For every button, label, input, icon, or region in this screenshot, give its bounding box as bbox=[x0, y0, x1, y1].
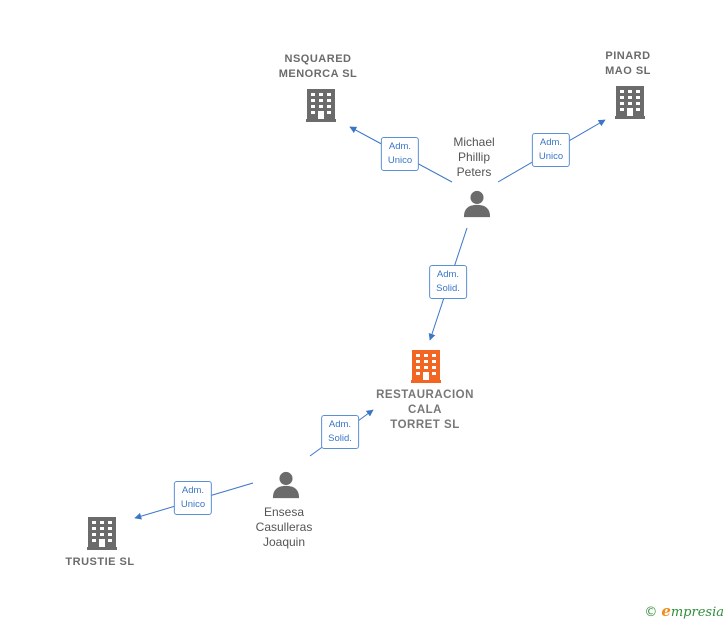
copyright-icon: © bbox=[644, 605, 658, 620]
role-badge-michael-nsquared[interactable]: Adm. Unico bbox=[380, 137, 420, 171]
person-label-ensesa[interactable]: Ensesa Casulleras Joaquin bbox=[256, 505, 313, 550]
label-line: Michael bbox=[453, 135, 495, 149]
role-line: Adm. bbox=[539, 137, 563, 148]
node-michael-icon[interactable] bbox=[463, 190, 491, 218]
label-line: CALA bbox=[408, 404, 442, 416]
role-line: Solid. bbox=[328, 433, 352, 444]
node-restauracion-icon[interactable] bbox=[411, 350, 441, 383]
role-line: Unico bbox=[180, 499, 206, 510]
label-line: MENORCA SL bbox=[278, 68, 358, 80]
role-line: Adm. bbox=[388, 141, 412, 152]
brand-name: mpresia bbox=[670, 605, 724, 620]
label-line: PINARD bbox=[605, 50, 651, 62]
label-line: Peters bbox=[456, 165, 492, 179]
company-label-restauracion[interactable]: RESTAURACION CALA TORRET SL bbox=[376, 388, 474, 433]
role-line: Adm. bbox=[436, 269, 460, 280]
role-line: Solid. bbox=[436, 283, 460, 294]
node-ensesa-icon[interactable] bbox=[272, 471, 300, 499]
role-badge-ensesa-restauracion[interactable]: Adm. Solid. bbox=[321, 415, 359, 449]
label-line: Ensesa bbox=[263, 505, 305, 519]
person-icon bbox=[463, 190, 491, 218]
node-trustie-icon[interactable] bbox=[87, 517, 117, 550]
building-icon bbox=[411, 350, 441, 383]
label-line: Casulleras bbox=[255, 520, 313, 534]
role-line: Adm. bbox=[181, 485, 205, 496]
building-icon bbox=[87, 517, 117, 550]
label-line: TRUSTIE SL bbox=[65, 556, 135, 568]
label-line: Joaquin bbox=[262, 535, 306, 549]
edge-layer bbox=[134, 119, 606, 520]
company-label-pinard[interactable]: PINARD MAO SL bbox=[605, 49, 651, 79]
company-label-nsquared[interactable]: NSQUARED MENORCA SL bbox=[279, 52, 358, 82]
brand-initial: e bbox=[661, 602, 671, 620]
person-icon bbox=[272, 471, 300, 499]
label-line: RESTAURACION bbox=[376, 389, 474, 401]
role-line: Unico bbox=[538, 151, 564, 162]
building-icon bbox=[615, 86, 645, 119]
node-pinard-icon[interactable] bbox=[615, 86, 645, 119]
brand-logo[interactable]: ©empresia bbox=[644, 602, 724, 620]
company-label-trustie[interactable]: TRUSTIE SL bbox=[65, 555, 134, 570]
role-badge-michael-restauracion[interactable]: Adm. Solid. bbox=[429, 265, 467, 299]
person-label-michael[interactable]: Michael Phillip Peters bbox=[453, 135, 494, 180]
role-line: Adm. bbox=[328, 419, 352, 430]
label-line: MAO SL bbox=[605, 65, 651, 77]
label-line: NSQUARED bbox=[284, 53, 352, 65]
label-line: Phillip bbox=[457, 150, 491, 164]
role-badge-ensesa-trustie[interactable]: Adm. Unico bbox=[173, 481, 213, 515]
label-line: TORRET SL bbox=[390, 419, 460, 431]
building-icon bbox=[306, 89, 336, 122]
role-badge-michael-pinard[interactable]: Adm. Unico bbox=[531, 133, 571, 167]
node-nsquared-icon[interactable] bbox=[306, 89, 336, 122]
role-line: Unico bbox=[387, 155, 413, 166]
